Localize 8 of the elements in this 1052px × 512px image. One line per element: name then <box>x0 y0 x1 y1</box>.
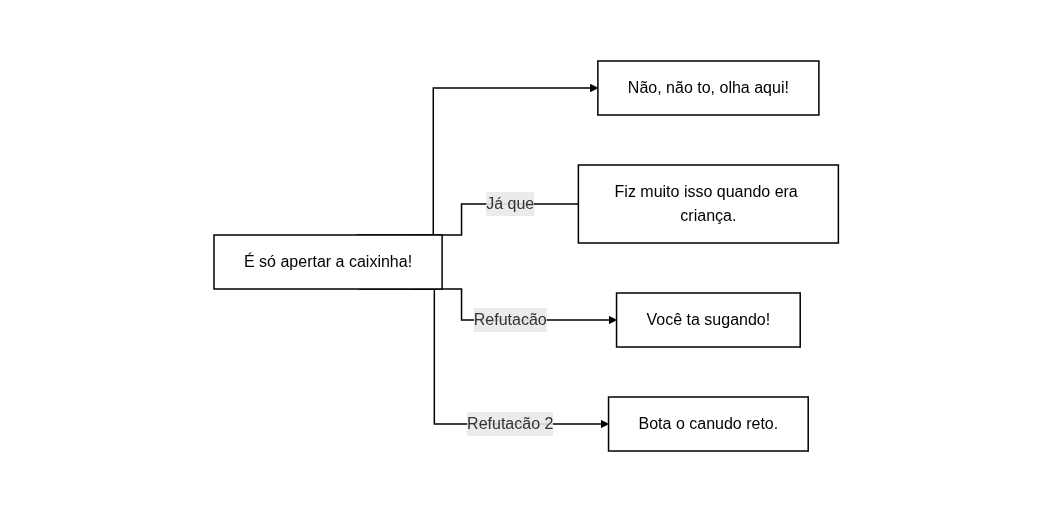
node-box: Não, não to, olha aqui! <box>596 60 820 116</box>
node-box: É só apertar a caixinha! <box>213 234 443 290</box>
edge-label: Refutacão 2 <box>466 415 554 432</box>
edge-label: Refutacão <box>473 311 547 328</box>
node-box: Você ta sugando! <box>615 292 801 348</box>
node-box: Fiz muito isso quando era criança. <box>577 164 839 244</box>
edge-label: Já que <box>486 195 535 212</box>
node-box: Bota o canudo reto. <box>607 396 809 452</box>
